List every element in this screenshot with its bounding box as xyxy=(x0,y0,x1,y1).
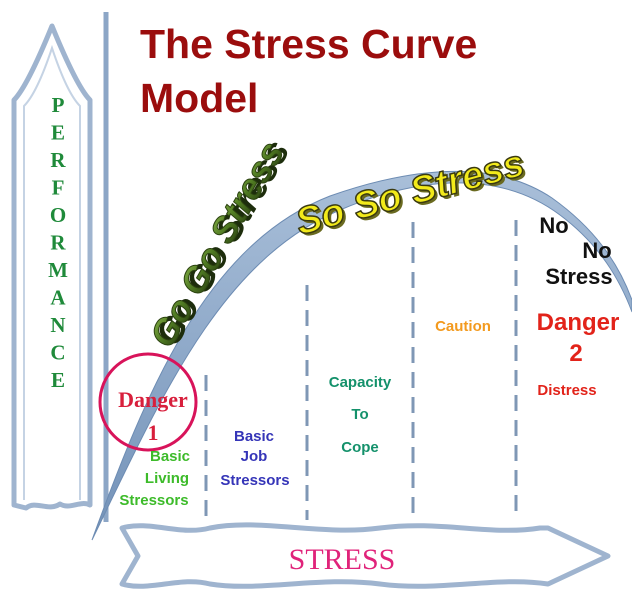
performance-axis-banner xyxy=(11,23,93,511)
performance-letter: P xyxy=(52,93,65,117)
danger-1-line-1: Danger xyxy=(118,387,188,412)
performance-letter: R xyxy=(50,231,66,255)
zone-basic-job: Basic Job Stressors xyxy=(220,428,289,489)
performance-letter: M xyxy=(48,258,68,282)
zone-danger-2: Danger 2 xyxy=(537,309,620,367)
no-stress-line-1: No xyxy=(539,213,568,238)
performance-letter: A xyxy=(50,286,66,310)
x-axis-label: STRESS xyxy=(289,543,396,576)
capacity-line-1: Capacity xyxy=(329,374,392,391)
zone-danger-1: Danger 1 xyxy=(118,387,188,445)
capacity-line-2: To xyxy=(351,406,368,423)
performance-letter: C xyxy=(50,341,65,365)
capacity-line-3: Cope xyxy=(341,439,379,456)
title-line-1: The Stress Curve xyxy=(140,21,477,67)
performance-letter: E xyxy=(51,121,65,145)
zone-basic-living: Basic Living Stressors xyxy=(119,448,190,509)
danger-2-line-2: 2 xyxy=(569,340,582,367)
performance-letter: N xyxy=(50,313,65,337)
zone-no-stress: No No Stress xyxy=(539,213,612,289)
performance-letter: F xyxy=(52,176,65,200)
zone-capacity: Capacity To Cope xyxy=(329,374,392,456)
no-stress-line-3: Stress xyxy=(545,264,612,289)
zone-dividers xyxy=(204,220,518,520)
caution-label: Caution xyxy=(435,318,491,335)
performance-letter: E xyxy=(51,368,65,392)
danger-1-circle xyxy=(98,352,198,452)
distress-label: Distress xyxy=(537,382,596,399)
stress-axis-banner xyxy=(119,522,611,589)
basic-living-line-2: Living xyxy=(145,470,189,487)
zone-distress: Distress xyxy=(537,382,596,399)
danger-1-line-2: 1 xyxy=(148,420,159,445)
stress-curve xyxy=(91,171,632,541)
performance-letter: R xyxy=(50,148,66,172)
title-line-2: Model xyxy=(140,75,258,121)
basic-job-line-2: Job xyxy=(241,448,268,465)
basic-living-line-1: Basic xyxy=(150,448,190,465)
basic-job-line-3: Stressors xyxy=(220,472,289,489)
so-so-stress-label: So So Stress So So Stress xyxy=(291,142,532,246)
no-stress-line-2: No xyxy=(582,238,611,263)
performance-letter: O xyxy=(50,203,66,227)
danger-2-line-1: Danger xyxy=(537,309,620,336)
basic-living-line-3: Stressors xyxy=(119,492,188,509)
zone-caution: Caution xyxy=(435,318,491,335)
basic-job-line-1: Basic xyxy=(234,428,274,445)
